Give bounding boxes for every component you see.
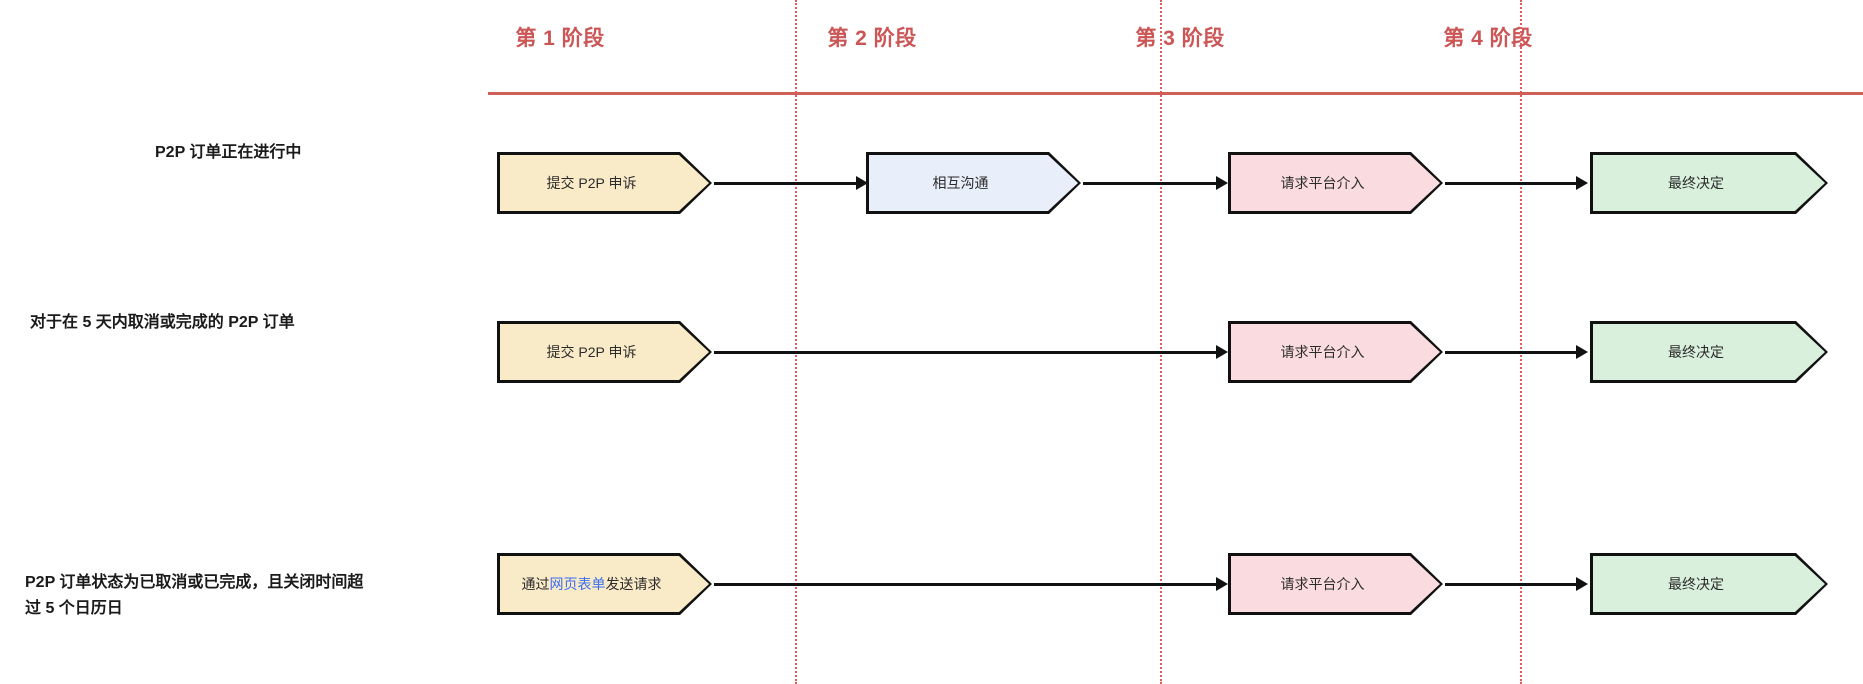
step-fill-r2s1 bbox=[500, 324, 709, 380]
arrow-line-r1-2 bbox=[1083, 182, 1216, 185]
step-fill-r3s4 bbox=[1593, 556, 1825, 612]
step-box-r3s3[interactable] bbox=[1228, 553, 1443, 615]
step-box-r1s3[interactable] bbox=[1228, 152, 1443, 214]
stage-divider-1 bbox=[795, 0, 797, 684]
step-box-r1s2[interactable] bbox=[866, 152, 1081, 214]
arrow-head-r1-2 bbox=[1216, 176, 1228, 190]
arrow-line-r2-1 bbox=[714, 351, 1216, 354]
step-box-r3s1[interactable] bbox=[497, 553, 712, 615]
step-fill-r1s4 bbox=[1593, 155, 1825, 211]
arrow-head-r1-1 bbox=[856, 176, 868, 190]
stage-divider-2 bbox=[1160, 0, 1162, 684]
arrow-head-r2-2 bbox=[1576, 345, 1588, 359]
step-fill-r1s2 bbox=[869, 155, 1078, 211]
arrow-head-r3-2 bbox=[1576, 577, 1588, 591]
stage-header-band: 第 1 阶段 第 2 阶段 第 3 阶段 第 4 阶段 bbox=[0, 0, 1863, 95]
web-form-link[interactable]: 网页表单 bbox=[549, 576, 606, 592]
step-label-r2s1: 提交 P2P 申诉 bbox=[546, 344, 637, 360]
stage-header-3: 第 3 阶段 bbox=[1135, 27, 1225, 50]
header-underline bbox=[488, 92, 1863, 95]
stage-header-2: 第 2 阶段 bbox=[827, 27, 917, 50]
step-label-r2s3: 请求平台介入 bbox=[1280, 344, 1365, 360]
row-label-2: 对于在 5 天内取消或完成的 P2P 订单 bbox=[30, 314, 295, 331]
row-label-3-line2: 过 5 个日历日 bbox=[25, 600, 123, 617]
arrow-line-r3-1 bbox=[714, 583, 1216, 586]
stage-header-1: 第 1 阶段 bbox=[515, 27, 605, 50]
row-label-1: P2P 订单正在进行中 bbox=[155, 144, 302, 161]
step-label-r3s3: 请求平台介入 bbox=[1280, 576, 1365, 592]
step-box-r2s4[interactable] bbox=[1590, 321, 1828, 383]
step-label-r1s1: 提交 P2P 申诉 bbox=[546, 175, 637, 191]
step-label-r3s1-suffix: 发送请求 bbox=[605, 576, 662, 592]
step-fill-r1s1 bbox=[500, 155, 709, 211]
step-fill-r2s3 bbox=[1231, 324, 1440, 380]
row-label-3: P2P 订单状态为已取消或已完成，且关闭时间超 过 5 个日历日 bbox=[25, 570, 485, 622]
arrow-line-r3-2 bbox=[1445, 583, 1576, 586]
stage-divider-3 bbox=[1520, 0, 1522, 684]
step-label-r1s3: 请求平台介入 bbox=[1280, 175, 1365, 191]
arrow-head-r1-3 bbox=[1576, 176, 1588, 190]
step-fill-r1s3 bbox=[1231, 155, 1440, 211]
arrow-line-r1-3 bbox=[1445, 182, 1576, 185]
row-label-3-line1: P2P 订单状态为已取消或已完成，且关闭时间超 bbox=[25, 574, 364, 591]
step-label-r1s4: 最终决定 bbox=[1668, 175, 1724, 191]
step-fill-r3s3 bbox=[1231, 556, 1440, 612]
step-box-r2s3[interactable] bbox=[1228, 321, 1443, 383]
step-box-r3s4[interactable] bbox=[1590, 553, 1828, 615]
step-label-r3s4: 最终决定 bbox=[1668, 576, 1724, 592]
step-label-r1s2: 相互沟通 bbox=[932, 175, 989, 191]
step-fill-r2s4 bbox=[1593, 324, 1825, 380]
arrow-head-r2-1 bbox=[1216, 345, 1228, 359]
arrow-line-r1-1 bbox=[714, 182, 856, 185]
step-box-r2s1[interactable] bbox=[497, 321, 712, 383]
arrow-line-r2-2 bbox=[1445, 351, 1576, 354]
step-label-r3s1-prefix: 通过 bbox=[521, 576, 550, 592]
arrow-head-r3-1 bbox=[1216, 577, 1228, 591]
step-box-r1s1[interactable] bbox=[497, 152, 712, 214]
step-label-r3s1: 通过网页表单发送请求 bbox=[497, 553, 712, 615]
step-fill-r3s1 bbox=[500, 556, 709, 612]
step-box-r1s4[interactable] bbox=[1590, 152, 1828, 214]
step-label-r2s4: 最终决定 bbox=[1668, 344, 1724, 360]
stage-header-4: 第 4 阶段 bbox=[1443, 27, 1533, 50]
